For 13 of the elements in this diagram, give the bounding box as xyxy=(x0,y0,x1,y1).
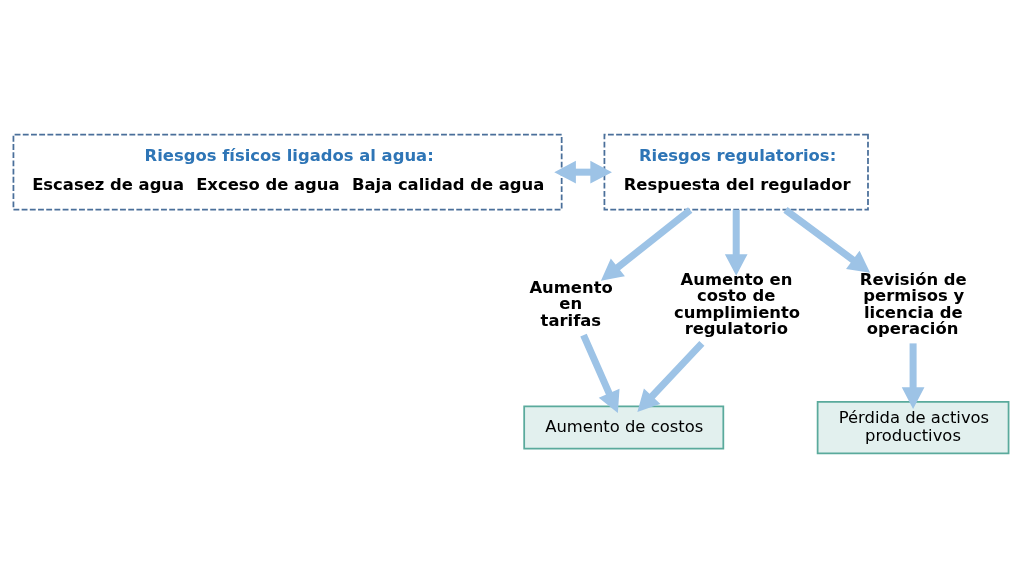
node-text: Revisión de permisos y licencia de operación xyxy=(859,269,967,339)
node-text: Aumento en tarifas xyxy=(529,278,613,330)
arrow xyxy=(783,207,871,273)
arrow xyxy=(554,160,612,184)
arrow xyxy=(637,340,705,412)
node-box: Aumento de costos xyxy=(523,405,725,450)
node-box: Riesgos físicos ligados al agua: Escasez de agua Exceso de agua Baja calidad de agua xyxy=(12,133,563,211)
arrow xyxy=(724,209,748,276)
arrow xyxy=(600,207,693,281)
node-box: Riesgos regulatorios: Respuesta del regulador xyxy=(603,133,869,211)
arrow xyxy=(580,333,620,414)
node-box: Pérdida de activos productivos xyxy=(816,400,1010,455)
node-text: Aumento en costo de cumplimiento regulatorio xyxy=(674,269,801,339)
